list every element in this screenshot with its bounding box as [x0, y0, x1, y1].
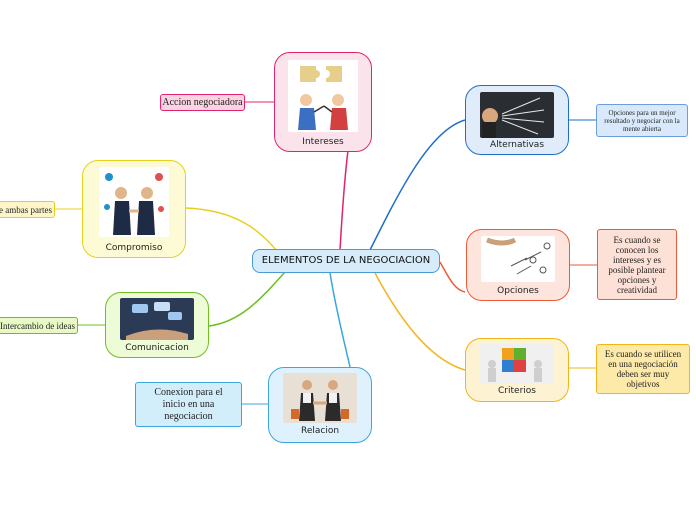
- note-compromiso: e ambas partes: [0, 201, 55, 218]
- central-topic[interactable]: ELEMENTOS DE LA NEGOCIACION: [252, 249, 440, 273]
- topic-criterios[interactable]: Criterios: [465, 338, 569, 402]
- note-opciones: Es cuando se conocen los intereses y es …: [597, 229, 677, 300]
- topic-relacion[interactable]: Relacion: [268, 367, 372, 443]
- chat-bubbles-icon: [120, 298, 194, 340]
- note-relacion: Conexion para el inicio en una negociaci…: [135, 382, 242, 427]
- puzzle-figures-icon: [480, 344, 554, 384]
- topic-label: Comunicacion: [125, 343, 189, 353]
- note-intereses: Accion negociadora: [160, 94, 245, 111]
- note-comunicacion: Intercambio de ideas: [0, 317, 78, 334]
- thinking-arrows-icon: [480, 92, 554, 138]
- hand-writing-icon: [481, 236, 555, 282]
- topic-intereses[interactable]: Intereses: [274, 52, 372, 152]
- topic-label: Compromiso: [105, 243, 163, 253]
- topic-opciones[interactable]: Opciones: [466, 229, 570, 301]
- handshake-icon: [99, 167, 169, 237]
- business-people-icon: [283, 373, 357, 423]
- note-criterios: Es cuando se utilicen en una negociación…: [596, 344, 690, 394]
- topic-comunicacion[interactable]: Comunicacion: [105, 292, 209, 358]
- topic-label: Relacion: [300, 426, 340, 436]
- topic-label: Criterios: [498, 386, 536, 396]
- topic-alternativas[interactable]: Alternativas: [465, 85, 569, 155]
- topic-label: Alternativas: [489, 140, 545, 150]
- topic-compromiso[interactable]: Compromiso: [82, 160, 186, 258]
- topic-label: Opciones: [497, 286, 539, 296]
- topic-label: Intereses: [302, 137, 344, 147]
- puzzle-people-icon: [288, 60, 358, 132]
- note-alternativas: Opciones para un mejor resultado y negoc…: [596, 104, 688, 137]
